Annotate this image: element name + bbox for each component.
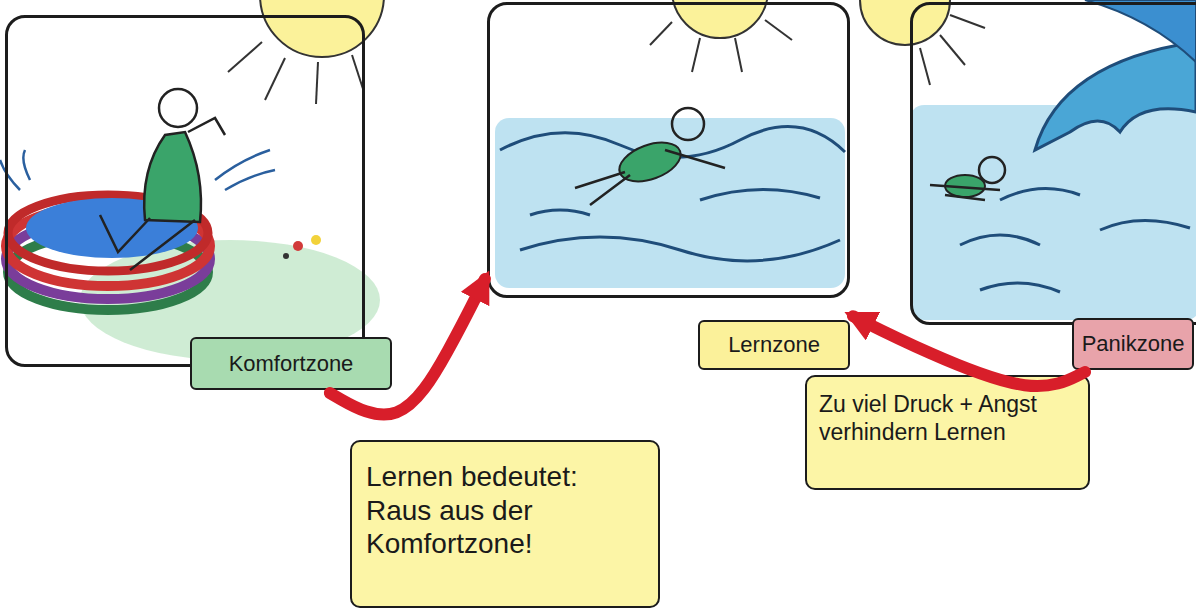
swimmer-head [672,108,704,140]
note-box: Lernen bedeutet: Raus aus der Komfortzon… [350,440,660,608]
flower [311,235,321,245]
sun-ray [735,38,742,72]
sun-ray [228,42,262,72]
zone-tag: Komfortzone [190,337,392,390]
note-text: Zu viel Druck + Angst verhindern Lernen [819,391,1076,446]
swimmer-limbs [575,150,725,205]
sun-ray [940,35,965,65]
big-wave [1035,42,1196,150]
swimmer-head [979,157,1005,183]
wave-line [700,189,820,200]
sun-ray [765,20,792,40]
zone-label: Lernzone [728,332,820,358]
wave-crest [1085,0,1196,62]
sun-ray [316,62,318,104]
sun-ray [920,48,930,85]
sun-ray [950,15,985,28]
water [495,118,845,288]
panel-frame [5,15,365,367]
zone-tag: Lernzone [698,320,850,370]
flower [293,241,303,251]
zone-panel: Panikzone [905,0,1196,372]
splash [0,150,275,190]
figure-body [144,132,201,222]
wave-line [520,237,840,261]
zone-label: Panikzone [1082,331,1185,357]
flower [283,253,289,259]
sun-ray [650,22,672,45]
sun-ray [692,38,700,72]
figure-legs [100,215,195,270]
sun [672,0,768,38]
zone-tag: Panikzone [1072,318,1194,370]
sun [860,0,950,45]
figure-head [159,89,197,127]
wave-line [960,189,1190,292]
sun-ray [265,58,285,100]
zone-label: Komfortzone [229,351,354,377]
zone-panel: Komfortzone [0,15,395,393]
panel-frame [910,2,1196,325]
wave-line [530,210,590,215]
note-text: Lernen bedeutet: Raus aus der Komfortzon… [366,460,644,561]
swimmer-limbs [930,185,1000,200]
panel-frame [487,2,850,298]
note-box: Zu viel Druck + Angst verhindern Lernen [805,375,1090,490]
figure-arm [188,118,225,135]
sun [260,0,384,57]
zone-panel: Lernzone [485,0,853,372]
swimmer-body [614,135,686,189]
